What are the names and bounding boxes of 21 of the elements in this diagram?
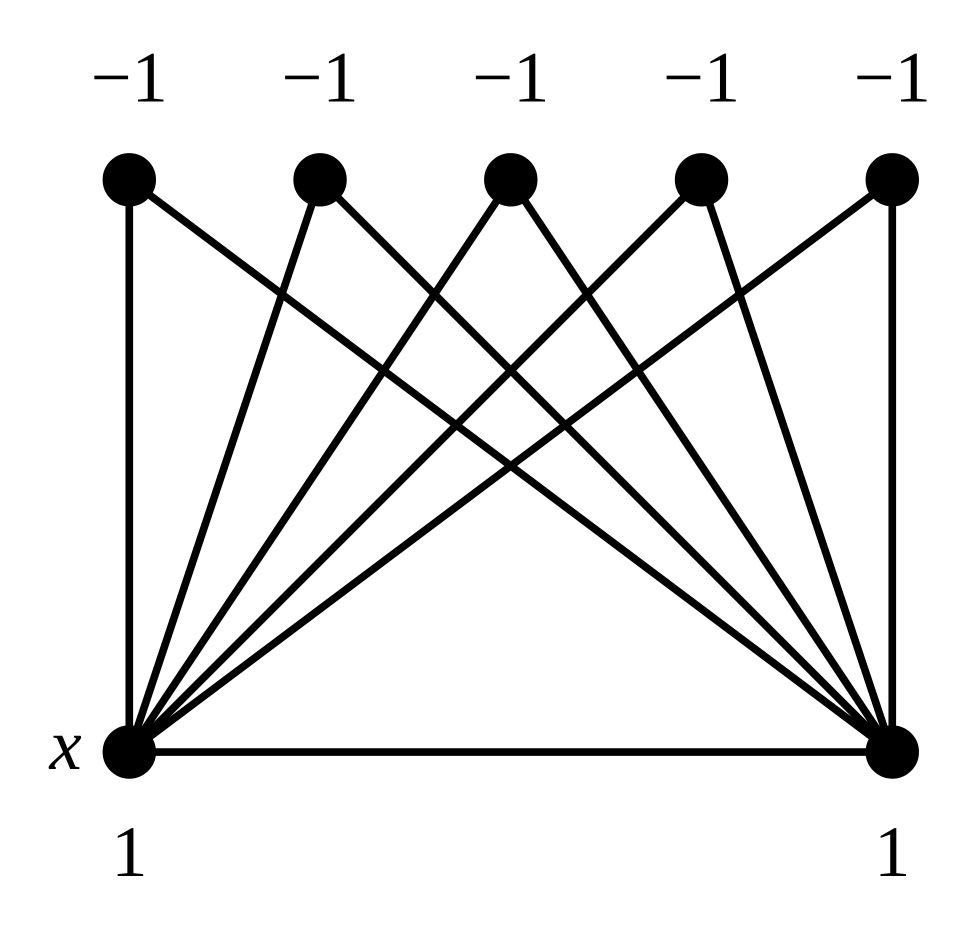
vertex-label: 1 — [874, 811, 910, 892]
vertex-label: x — [49, 704, 82, 786]
vertex-label: −1 — [282, 36, 359, 118]
connector — [146, 192, 875, 740]
node-circle — [674, 153, 728, 206]
vertex-label: −1 — [90, 36, 168, 118]
node-circle — [484, 153, 538, 206]
connector — [126, 204, 134, 728]
node-circle — [866, 725, 919, 779]
node-circle — [293, 153, 347, 206]
connector — [706, 202, 888, 730]
connector — [134, 202, 316, 730]
connector — [154, 748, 868, 756]
node-circle — [866, 153, 919, 206]
vertex-label: −1 — [472, 36, 550, 118]
node-circle — [102, 153, 156, 206]
vertex-label: −1 — [662, 36, 740, 118]
connector — [888, 204, 896, 728]
node-circle — [102, 725, 156, 779]
vertex-label: −1 — [854, 36, 931, 118]
vertex-label: 1 — [111, 811, 148, 892]
